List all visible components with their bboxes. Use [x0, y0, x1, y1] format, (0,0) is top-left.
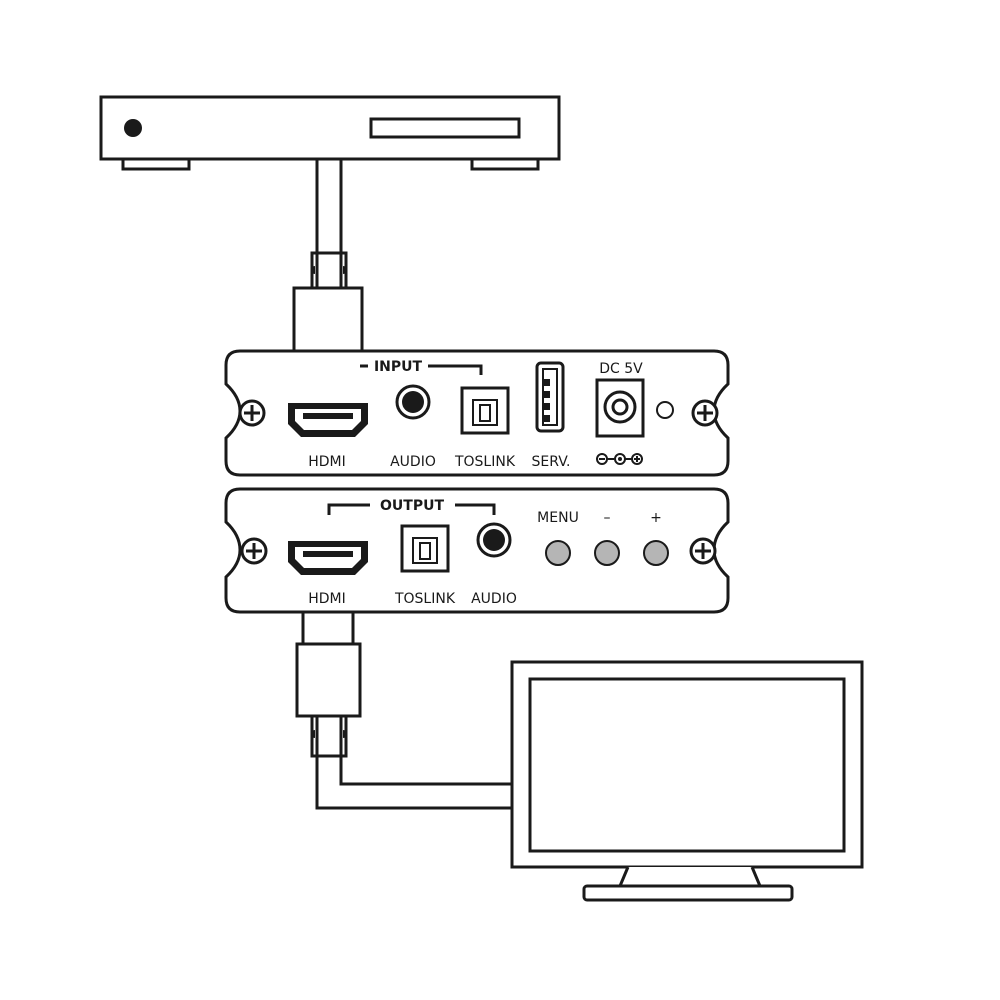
output-group-label: OUTPUT [380, 498, 444, 514]
input-dc-power-jack[interactable] [595, 378, 645, 438]
input-hdmi-port[interactable] [288, 403, 368, 437]
input-serv-usb-port[interactable] [535, 361, 565, 433]
status-led-icon [656, 401, 674, 419]
menu-button[interactable] [545, 540, 571, 566]
input-bracket [360, 364, 483, 375]
minus-button[interactable] [594, 540, 620, 566]
screw-icon [240, 537, 268, 565]
output-toslink-label: TOSLINK [394, 591, 456, 607]
polarity-icon [596, 453, 643, 465]
hdmi-cable-bottom [295, 610, 512, 810]
input-toslink-label: TOSLINK [454, 454, 516, 470]
input-serv-label: SERV. [532, 454, 571, 470]
menu-label: MENU [537, 510, 579, 526]
screw-icon [689, 537, 717, 565]
input-dc-label: DC 5V [599, 361, 643, 377]
screw-icon [691, 399, 719, 427]
minus-label: – [604, 510, 611, 526]
output-bracket [327, 503, 496, 515]
input-hdmi-label: HDMI [308, 454, 346, 470]
input-audio-label: AUDIO [390, 454, 436, 470]
tv-screen [528, 677, 846, 853]
set-top-box-icon [99, 95, 561, 171]
hdmi-connector-icon [295, 642, 362, 718]
disc-slot [369, 117, 521, 139]
output-hdmi-label: HDMI [308, 591, 346, 607]
output-panel: OUTPUT HDMI TOSLINK AUDIO [224, 487, 730, 614]
output-toslink-port[interactable] [400, 524, 450, 573]
input-group-label: INPUT [374, 359, 423, 375]
screw-icon [238, 399, 266, 427]
plus-button[interactable] [643, 540, 669, 566]
input-panel: INPUT HDMI AUDIO TOSLINK [224, 349, 730, 477]
power-led-icon [124, 119, 142, 137]
output-hdmi-port[interactable] [288, 541, 368, 575]
plus-label: + [650, 510, 662, 526]
input-audio-jack[interactable] [395, 384, 431, 420]
output-audio-label: AUDIO [471, 591, 517, 607]
input-toslink-port[interactable] [460, 386, 510, 435]
output-audio-jack[interactable] [476, 522, 512, 558]
tv-monitor-icon [510, 660, 864, 902]
